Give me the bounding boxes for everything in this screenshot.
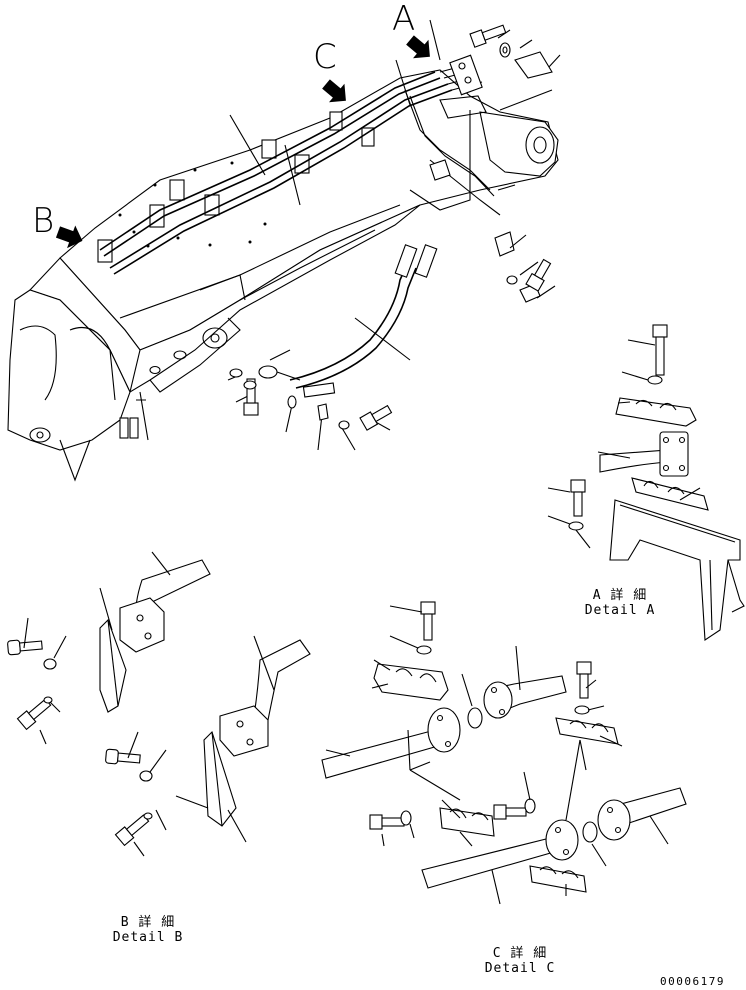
boom-rivets — [118, 161, 267, 248]
pipe-clamps — [429, 159, 541, 303]
detail-c-caption-jp: C 詳 細 — [492, 946, 548, 961]
view-arrow-a — [406, 35, 430, 59]
lower-bolt — [525, 258, 552, 292]
lower-hose — [258, 244, 438, 398]
main-leaders — [227, 19, 561, 451]
detail-b-drawing — [7, 551, 311, 857]
detail-a-caption-en: Detail A — [584, 603, 656, 618]
detail-c-caption: C 詳 細 Detail C — [476, 946, 564, 976]
document-number: 00006179 — [660, 975, 725, 988]
view-letter-a: A — [392, 0, 416, 39]
detail-b-caption: B 詳 細 Detail B — [104, 915, 192, 945]
main-hardware — [229, 24, 553, 431]
detail-a-caption-jp: A 詳 細 — [592, 588, 648, 603]
view-arrow-c — [322, 79, 346, 103]
detail-c-drawing — [321, 601, 687, 905]
detail-a-flange-area — [439, 54, 487, 119]
detail-b-caption-en: Detail B — [112, 930, 184, 945]
detail-a-caption: A 詳 細 Detail A — [576, 588, 664, 618]
detail-b-caption-jp: B 詳 細 — [120, 915, 176, 930]
detail-c-caption-en: Detail C — [484, 961, 556, 976]
detail-a-drawing — [547, 324, 745, 641]
view-letter-c: C — [313, 37, 337, 77]
view-letter-b: B — [32, 201, 55, 241]
top-bolt — [469, 24, 507, 48]
hose-bolt — [359, 404, 393, 431]
boom-assembly — [7, 54, 559, 482]
view-arrow-b — [55, 225, 83, 249]
